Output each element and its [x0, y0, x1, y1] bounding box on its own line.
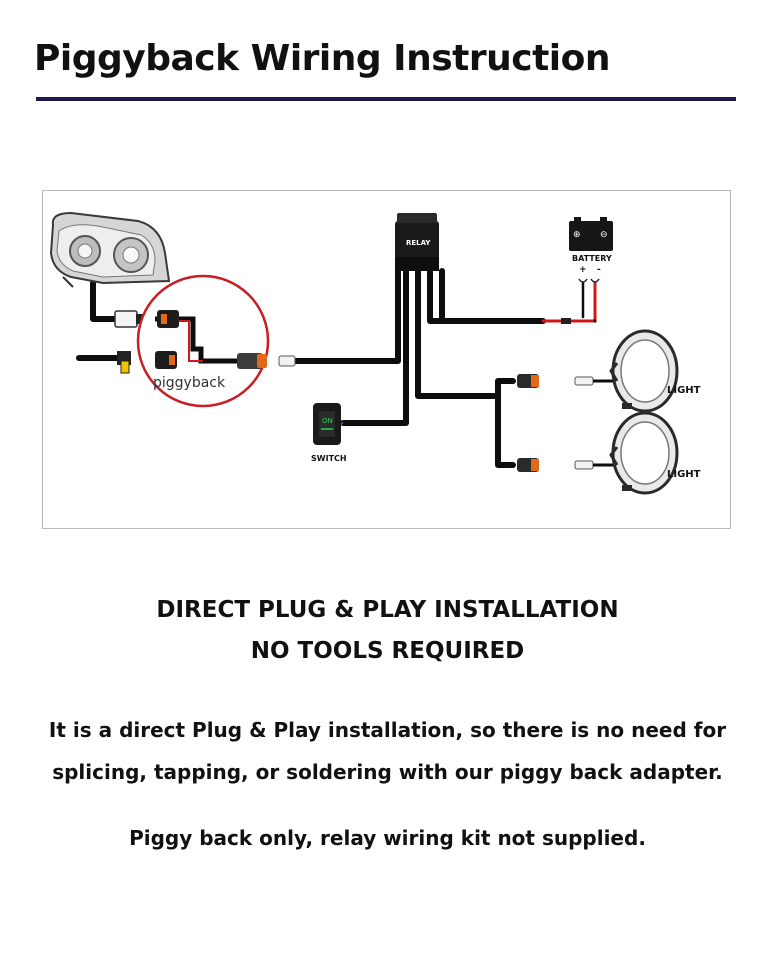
- page-title: Piggyback Wiring Instruction: [34, 38, 610, 79]
- heading-plug-and-play: DIRECT PLUG & PLAY INSTALLATION: [156, 597, 619, 623]
- battery-minus-label: -: [597, 265, 601, 275]
- wiring-diagram: piggyback RELAY ⊕ ⊖ BATTERY + - ON: [42, 190, 731, 529]
- battery-leads: [541, 281, 597, 324]
- light-1-label: LIGHT: [667, 385, 701, 396]
- piggyback-adapter: piggyback: [136, 274, 296, 408]
- switch-icon: ON SWITCH: [311, 403, 347, 463]
- description-line-1: It is a direct Plug & Play installation,…: [48, 718, 727, 742]
- description-line-2: splicing, tapping, or soldering with our…: [52, 760, 723, 784]
- svg-text:⊖: ⊖: [600, 230, 608, 240]
- battery-icon: ⊕ ⊖ BATTERY + -: [569, 217, 613, 283]
- light-icon: LIGHT: [609, 411, 701, 495]
- supply-note: Piggy back only, relay wiring kit not su…: [129, 826, 646, 850]
- wiring-diagram-svg: piggyback RELAY ⊕ ⊖ BATTERY + - ON: [49, 211, 701, 495]
- relay-icon: RELAY: [395, 213, 439, 271]
- piggyback-label: piggyback: [153, 375, 226, 391]
- svg-text:ON: ON: [322, 417, 333, 425]
- connector-icon: [114, 310, 144, 374]
- light-connectors: [517, 374, 617, 472]
- harness-wires: [76, 268, 546, 468]
- battery-label: BATTERY: [572, 254, 612, 263]
- light-2-label: LIGHT: [667, 469, 701, 480]
- title-divider: [36, 97, 736, 101]
- relay-label: RELAY: [406, 239, 431, 247]
- light-icon: LIGHT: [609, 329, 701, 413]
- heading-no-tools: NO TOOLS REQUIRED: [250, 638, 525, 664]
- battery-plus-label: +: [579, 265, 587, 275]
- switch-label: SWITCH: [311, 454, 347, 463]
- headlight-icon: [49, 211, 171, 288]
- svg-text:⊕: ⊕: [573, 230, 581, 240]
